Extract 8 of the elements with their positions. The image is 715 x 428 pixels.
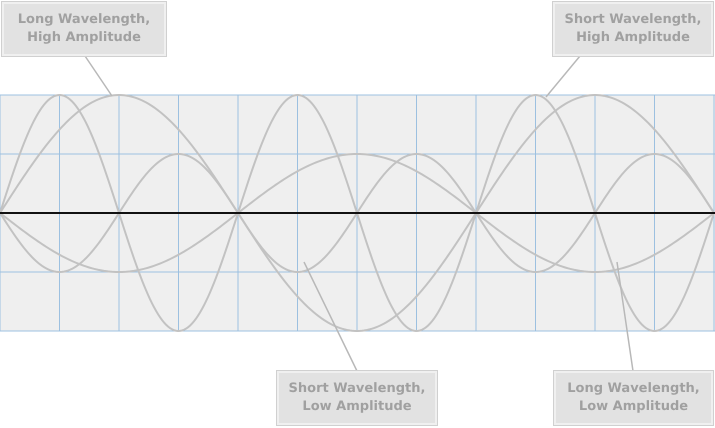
leader-line xyxy=(84,56,113,96)
callout-label: Short Wavelength, Low Amplitude xyxy=(277,371,437,425)
leader-line xyxy=(545,56,581,98)
leader-line xyxy=(616,262,634,372)
callout-label: Long Wavelength, High Amplitude xyxy=(2,2,166,56)
callout-label: Long Wavelength, Low Amplitude xyxy=(554,371,713,425)
leader-line xyxy=(303,262,358,372)
callout-label: Short Wavelength, High Amplitude xyxy=(553,2,713,56)
